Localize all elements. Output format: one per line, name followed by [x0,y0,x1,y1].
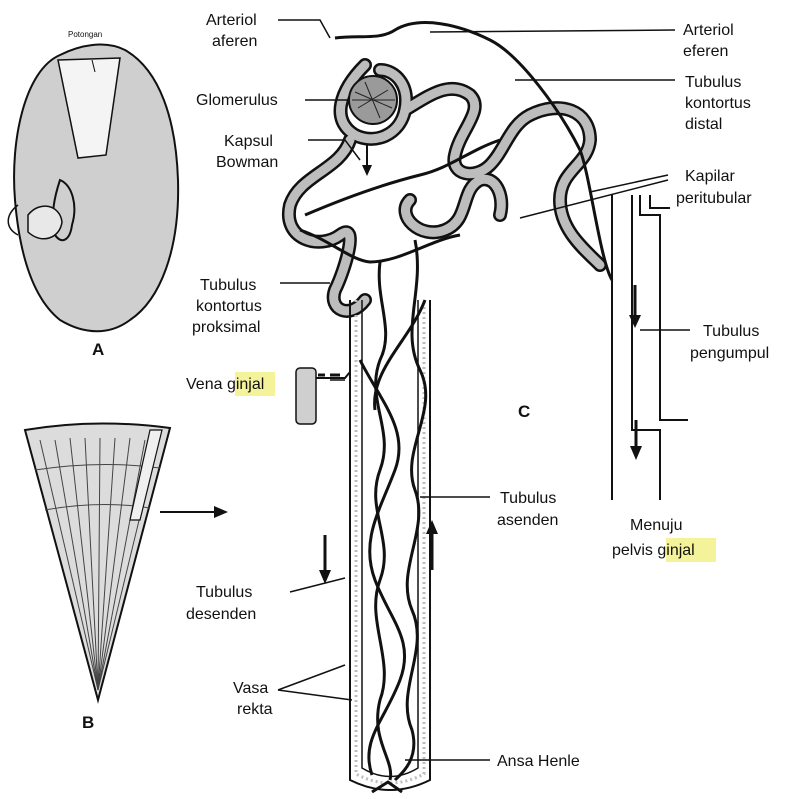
label-tubulus-pengumpul-2: pengumpul [690,345,769,362]
label-vasa-rekta-1: Vasa [233,680,268,697]
label-tubulus-desenden-2: desenden [186,606,256,623]
label-pelvis-highlight: ginjal [657,542,694,559]
label-kapilar-peritubular-1: Kapilar [685,168,735,185]
label-arteriol-eferen-1: Arteriol [683,22,734,39]
label-pelvis-ginjal: pelvis ginjal [612,542,695,559]
label-kapsul-bowman-1: Kapsul [224,133,273,150]
pyramid-figure: B [25,423,228,732]
label-tkd-1: Tubulus [685,74,741,91]
label-kapilar-peritubular-2: peritubular [676,190,752,207]
panel-a-label: A [92,340,104,359]
label-tkp-3: proksimal [192,319,260,336]
leader-lines [278,20,690,760]
kidney-cut-label: Potongan [68,30,102,39]
panel-b-label: B [82,713,94,732]
label-tkd-3: distal [685,116,722,133]
label-arteriol-eferen-2: eferen [683,43,728,60]
label-arteriol-aferen-2: aferen [212,33,257,50]
label-arteriol-aferen-1: Arteriol [206,12,257,29]
label-menuju: Menuju [630,517,682,534]
label-tkp-1: Tubulus [200,277,256,294]
label-kapsul-bowman-2: Bowman [216,154,278,171]
label-vena-prefix: Vena [186,376,227,393]
label-tubulus-pengumpul-1: Tubulus [703,323,759,340]
label-tkd-2: kontortus [685,95,751,112]
labels: Arteriol aferen Arteriol eferen Glomerul… [186,12,769,770]
label-pelvis-prefix: pelvis [612,542,657,559]
label-vasa-rekta-2: rekta [237,701,273,718]
panel-c-label: C [518,402,530,421]
nephron-figure: C [289,23,688,792]
label-tubulus-desenden-1: Tubulus [196,584,252,601]
label-glomerulus: Glomerulus [196,92,278,109]
label-vena-highlight: ginjal [227,376,264,393]
label-tubulus-asenden-2: asenden [497,512,558,529]
label-vena-ginjal: Vena ginjal [186,376,264,393]
label-tubulus-asenden-1: Tubulus [500,490,556,507]
label-tkp-2: kontortus [196,298,262,315]
label-ansa-henle: Ansa Henle [497,753,580,770]
kidney-figure: Potongan A [8,30,178,359]
